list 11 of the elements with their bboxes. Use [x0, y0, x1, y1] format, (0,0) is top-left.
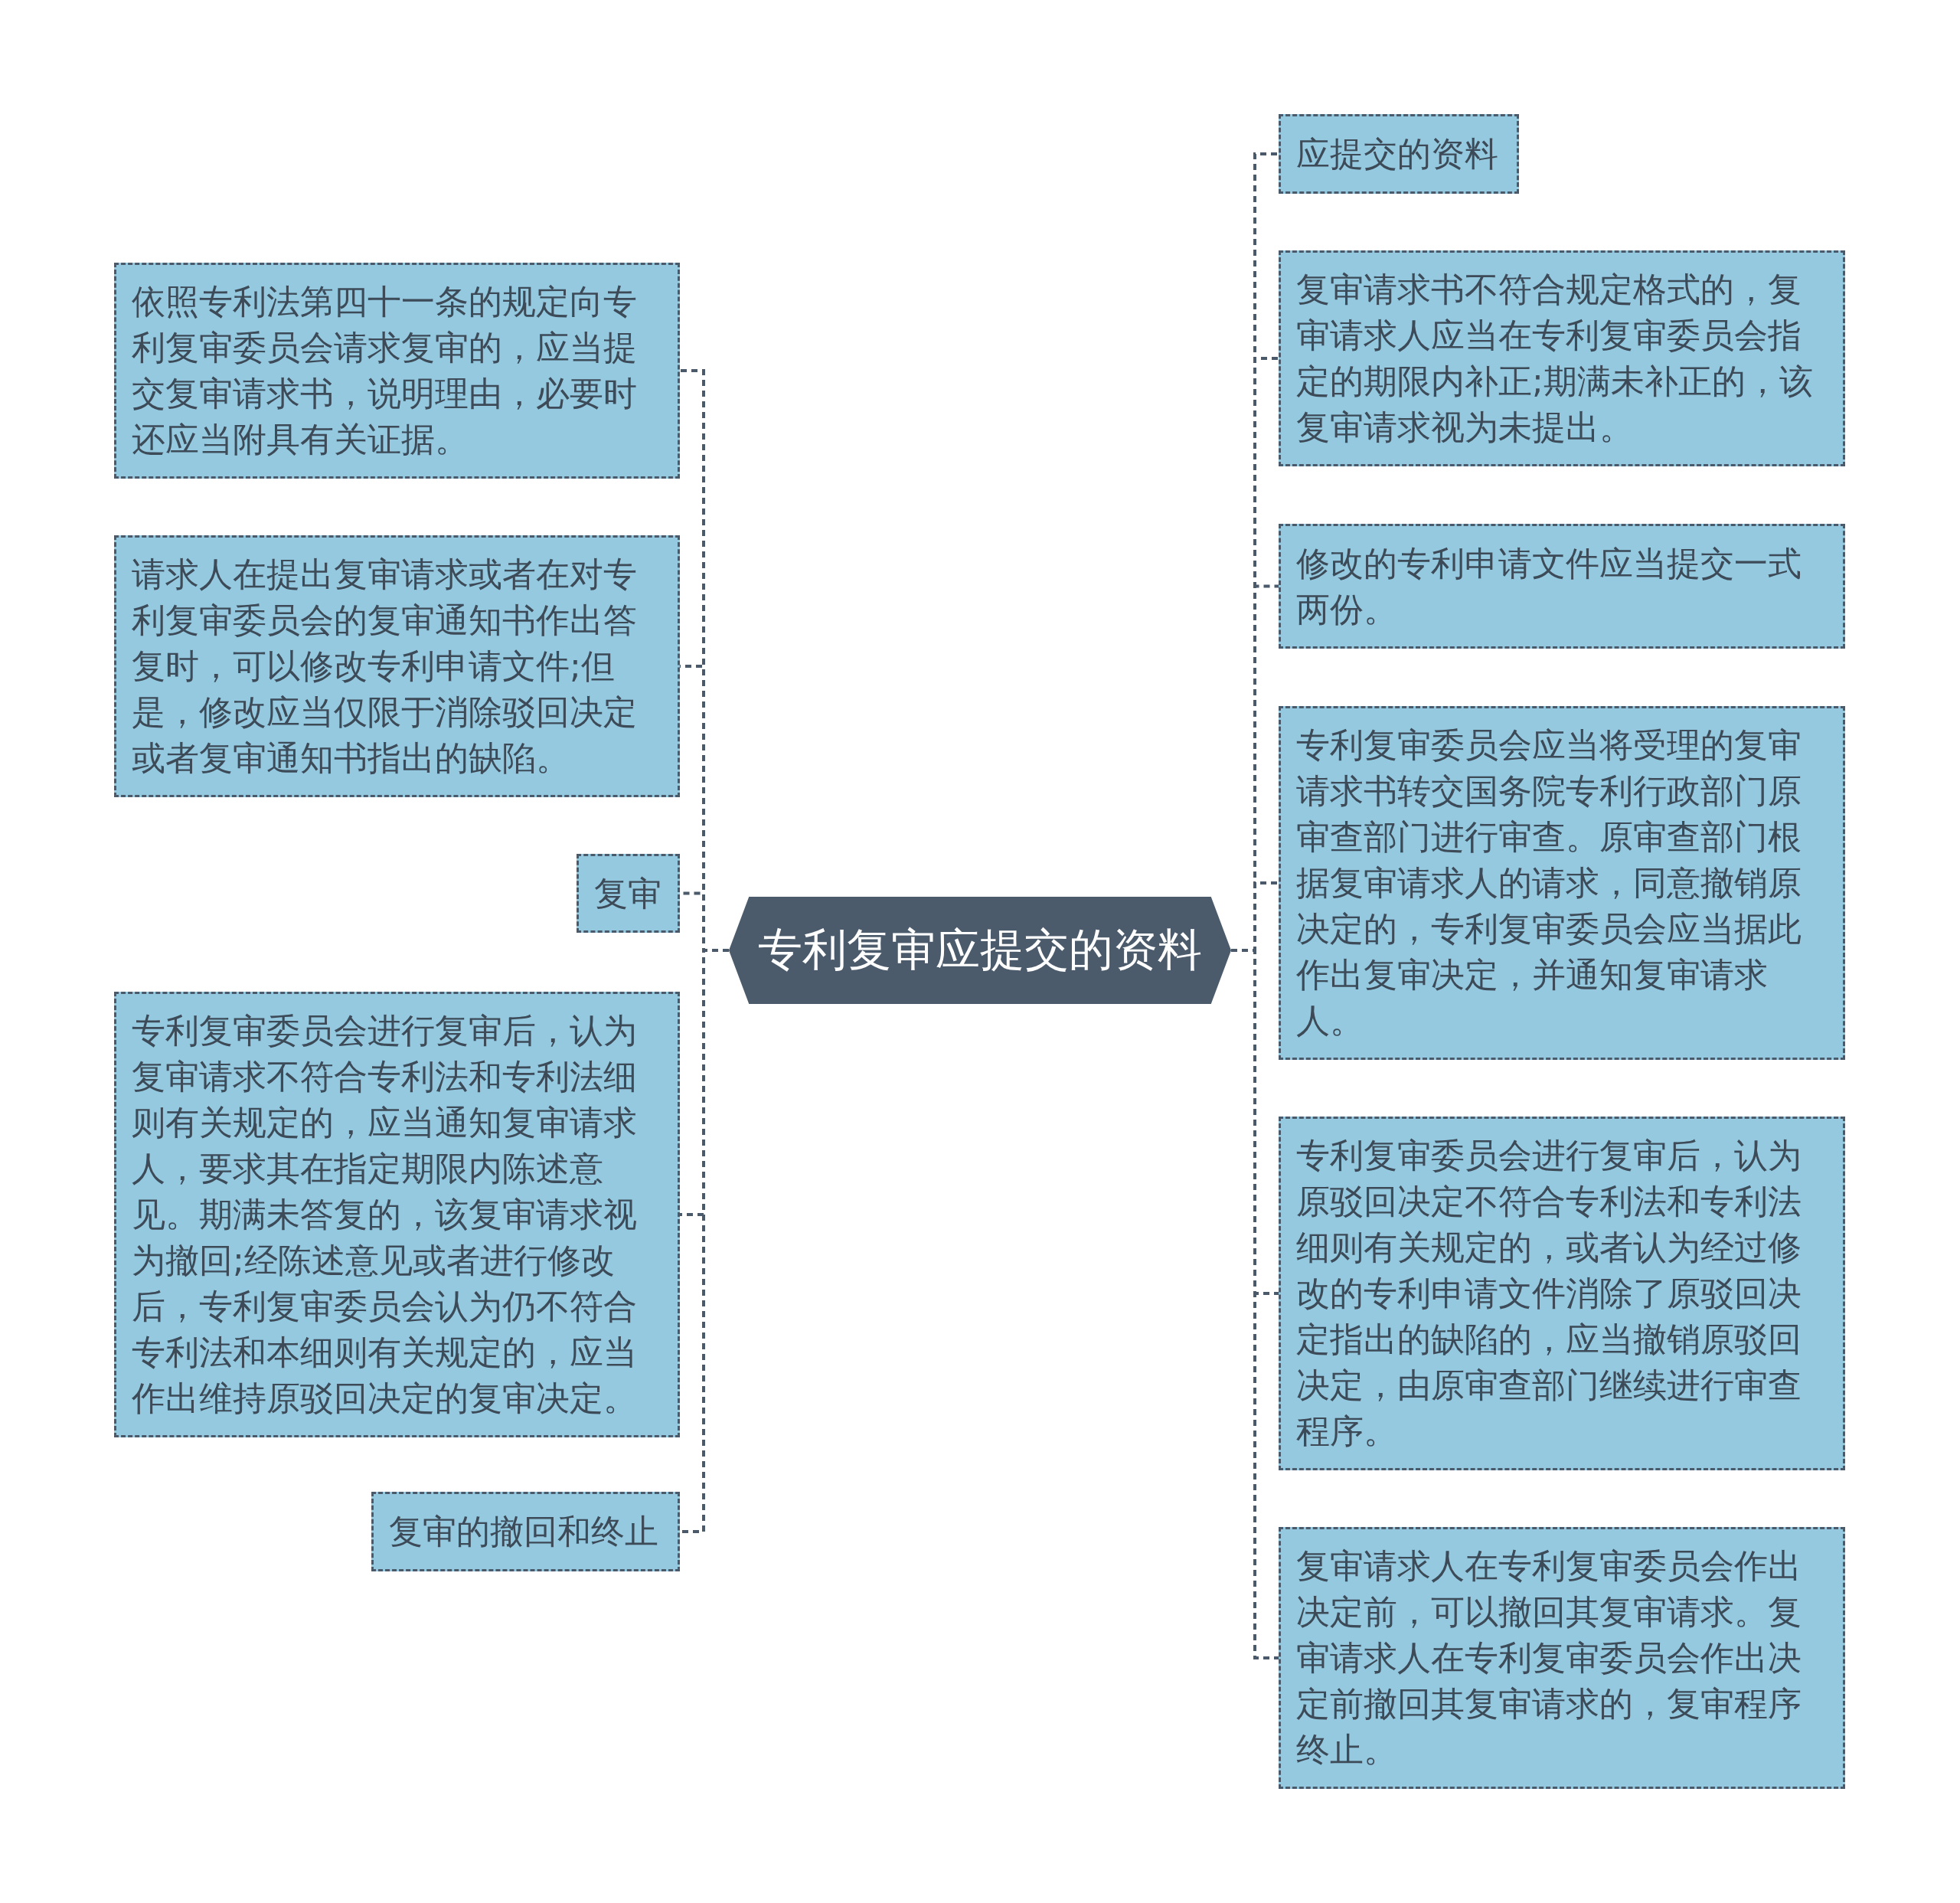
topic-box: 修改的专利申请文件应当提交一式两份。	[1279, 524, 1845, 649]
topic-box: 复审请求书不符合规定格式的，复审请求人应当在专利复审委员会指定的期限内补正;期满未补正的，该复审请求视为未提出。	[1279, 250, 1845, 466]
topic-box: 复审	[577, 854, 680, 933]
topic-box: 依照专利法第四十一条的规定向专利复审委员会请求复审的，应当提交复审请求书，说明理由，必要时还应当附具有关证据。	[114, 263, 680, 479]
topic-box: 请求人在提出复审请求或者在对专利复审委员会的复审通知书作出答复时，可以修改专利申请文件;但是，修改应当仅限于消除驳回决定或者复审通知书指出的缺陷。	[114, 535, 680, 797]
topic-box: 专利复审委员会进行复审后，认为原驳回决定不符合专利法和专利法细则有关规定的，或者认为经过修改的专利申请文件消除了原驳回决定指出的缺陷的，应当撤销原驳回决定，由原审查部门继续进行审查程序。	[1279, 1117, 1845, 1470]
topic-box: 复审请求人在专利复审委员会作出决定前，可以撤回其复审请求。复审请求人在专利复审委员会作出决定前撤回其复审请求的，复审程序终止。	[1279, 1527, 1845, 1789]
topic-box: 专利复审委员会进行复审后，认为复审请求不符合专利法和专利法细则有关规定的，应当通知复审请求人，要求其在指定期限内陈述意见。期满未答复的，该复审请求视为撤回;经陈述意见或者进行修改后，专利复审委员会认为仍不符合专利法和本细则有关规定的，应当作出维持原驳回决定的复审决定。	[114, 992, 680, 1437]
topic-box: 专利复审委员会应当将受理的复审请求书转交国务院专利行政部门原审查部门进行审查。原审查部门根据复审请求人的请求，同意撤销原决定的，专利复审委员会应当据此作出复审决定，并通知复审请求人。	[1279, 706, 1845, 1060]
topic-box: 复审的撤回和终止	[371, 1492, 680, 1571]
topic-box: 应提交的资料	[1279, 114, 1519, 194]
